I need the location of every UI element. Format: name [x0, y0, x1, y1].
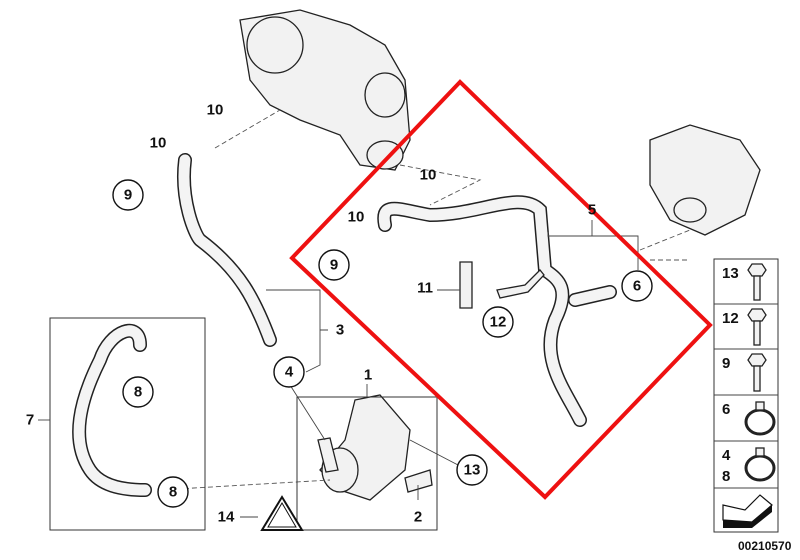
parts-legend: 13 12 9 6 4 8: [713, 258, 779, 533]
hose-5-illustration: [377, 195, 617, 427]
callout-11: 11: [417, 280, 433, 297]
callout-10: 10: [207, 102, 224, 119]
callout-7: 7: [26, 412, 34, 429]
highlight-frame: [289, 79, 713, 500]
hose-clamp-icon: [744, 401, 776, 436]
callout-8: 8: [134, 384, 142, 401]
callout-1: 1: [364, 367, 372, 384]
hose-7-group-box: [49, 317, 206, 531]
auxiliary-water-pump-illustration: [317, 394, 433, 501]
callout-6: 6: [633, 278, 641, 295]
flange-bolt-icon: [747, 308, 767, 346]
callout-5: 5: [588, 202, 596, 219]
hose-3-illustration: [177, 153, 277, 347]
diagram-code: 00210570: [738, 539, 792, 553]
arrow-icon: [722, 494, 773, 528]
callout-14: 14: [218, 509, 235, 526]
legend-label-8: 8: [722, 468, 730, 485]
banjo-bolt-icon: [747, 353, 767, 392]
callout-10: 10: [420, 167, 437, 184]
callout-10: 10: [348, 209, 365, 226]
thermostat-housing-illustration: [649, 124, 761, 236]
callout-2: 2: [414, 509, 422, 526]
callout-8: 8: [169, 484, 177, 501]
turbocharger-illustration: [239, 9, 411, 171]
callout-13: 13: [464, 462, 481, 479]
bolt-icon: [747, 263, 767, 301]
legend-label-13: 13: [722, 265, 739, 282]
hose-clamp-icon: [744, 447, 776, 482]
legend-label-9: 9: [722, 355, 730, 372]
legend-label-6: 6: [722, 401, 730, 418]
legend-label-12: 12: [722, 310, 739, 327]
hose-7-illustration: [72, 323, 152, 497]
callout-4: 4: [285, 364, 294, 381]
callout-12: 12: [490, 314, 507, 331]
callout-3: 3: [336, 322, 344, 339]
legend-label-4: 4: [722, 447, 731, 464]
callout-9: 9: [124, 187, 132, 204]
warning-triangle-icon: [260, 495, 304, 531]
callout-10: 10: [150, 135, 167, 152]
callout-9: 9: [330, 257, 338, 274]
